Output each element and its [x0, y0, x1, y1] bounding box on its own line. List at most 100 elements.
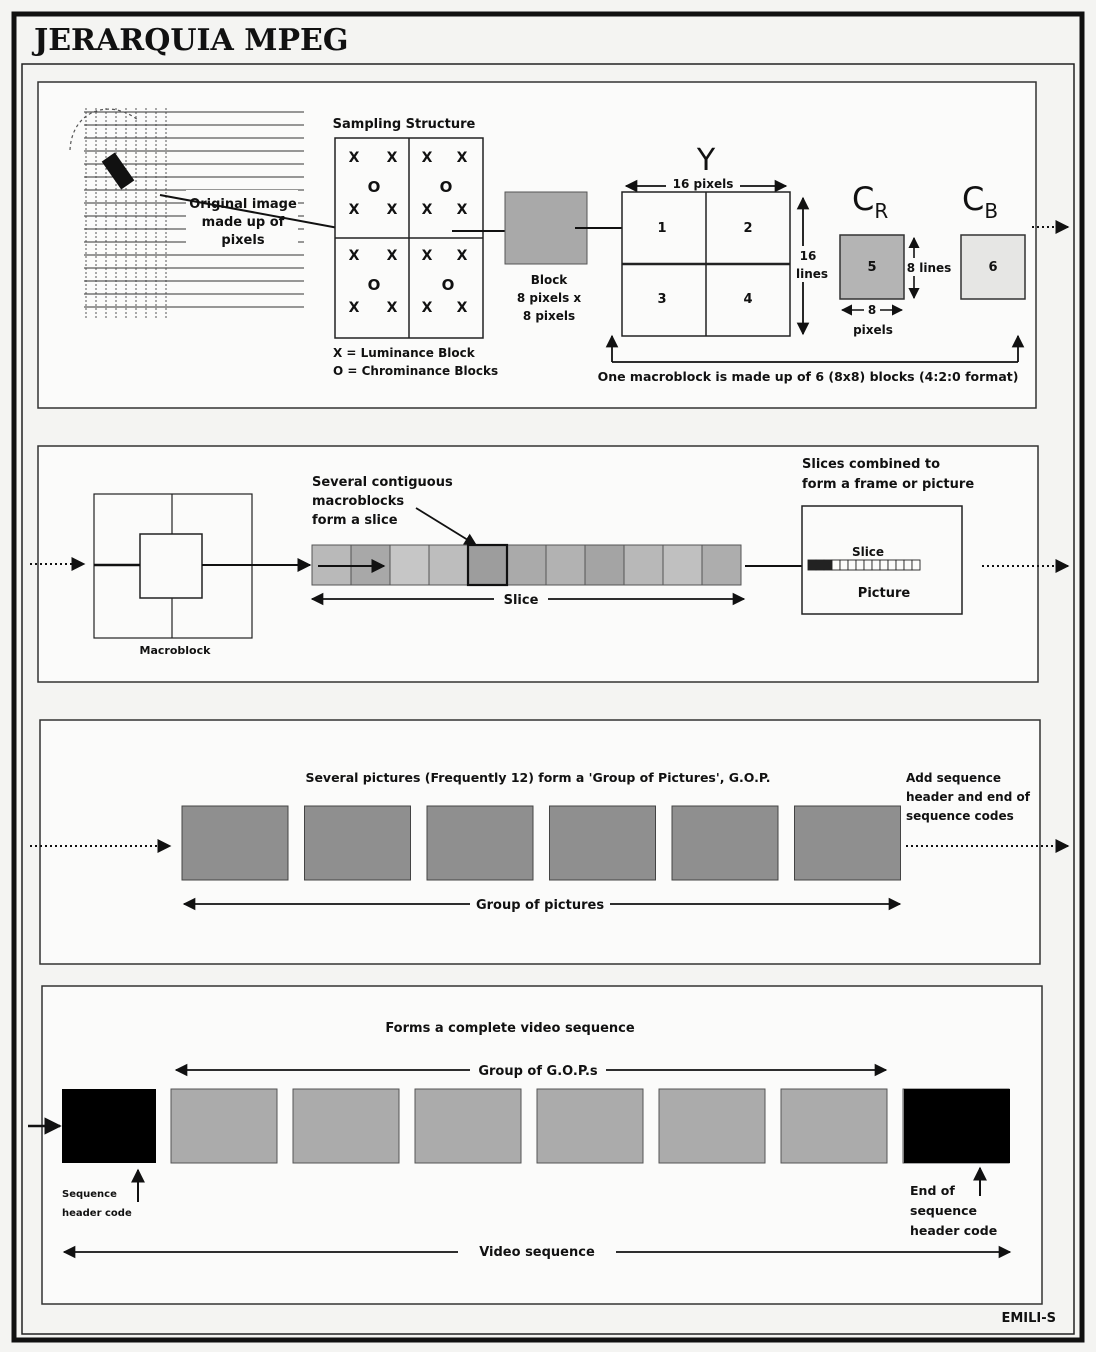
gop-block: [781, 1089, 887, 1163]
chrominance-sample-mark: O: [442, 276, 455, 294]
credit-signature: EMILI-S: [1001, 1311, 1056, 1326]
picture-slice-cell: [912, 560, 920, 570]
luminance-sample-mark: X: [349, 202, 360, 218]
y-height-label-1: 16: [800, 249, 817, 263]
picture-slice-cell: [848, 560, 856, 570]
cr-block-number: 5: [867, 260, 876, 275]
luminance-sample-mark: X: [457, 300, 468, 316]
y-label: Y: [696, 143, 716, 178]
single-block: [505, 192, 587, 264]
gop-heading: Several pictures (Frequently 12) form a …: [305, 770, 770, 785]
picture-slice-cell: [816, 560, 824, 570]
sequence-header-block: [62, 1089, 156, 1163]
luminance-sample-mark: X: [422, 300, 433, 316]
picture-slice-cell: [904, 560, 912, 570]
y-block-1: 1: [657, 221, 666, 236]
original-image-label-2: made up of: [202, 215, 285, 230]
luminance-sample-mark: X: [457, 248, 468, 264]
gop-picture: [305, 806, 411, 880]
picture-slice-cell: [824, 560, 832, 570]
video-label: Video sequence: [479, 1245, 595, 1260]
contiguous-label-3: form a slice: [312, 513, 398, 528]
chrominance-sample-mark: O: [368, 178, 381, 196]
page-title: JERARQUIA MPEG: [31, 23, 349, 58]
luminance-sample-mark: X: [422, 150, 433, 166]
contiguous-label-2: macroblocks: [312, 494, 404, 509]
luminance-sample-mark: X: [422, 202, 433, 218]
cr-height-label: 8 lines: [907, 261, 952, 275]
gops-strip: [171, 1089, 1009, 1163]
gop-block: [415, 1089, 521, 1163]
slice-macroblock: [390, 545, 429, 585]
original-image-label-3: pixels: [221, 233, 264, 248]
y-height-label-2: lines: [796, 267, 828, 281]
slices-combined-2: form a frame or picture: [802, 477, 974, 492]
gop-picture: [427, 806, 533, 880]
luminance-sample-mark: X: [349, 248, 360, 264]
slice-macroblock: [663, 545, 702, 585]
luminance-sample-mark: X: [349, 300, 360, 316]
chrominance-sample-mark: O: [368, 276, 381, 294]
picture-slice-cell: [872, 560, 880, 570]
chrominance-sample-mark: O: [440, 178, 453, 196]
end-header-label-1: End of: [910, 1183, 955, 1198]
block-caption-2: 8 pixels x: [517, 291, 582, 305]
picture-slice-label: Slice: [852, 545, 884, 559]
slice-macroblock: [507, 545, 546, 585]
cr-width-label: 8: [868, 303, 876, 317]
gop-picture: [182, 806, 288, 880]
gops-label: Group of G.O.P.s: [478, 1064, 598, 1079]
gop-block: [537, 1089, 643, 1163]
y-block-2: 2: [743, 221, 752, 236]
picture-slice-cell: [896, 560, 904, 570]
gop-picture: [795, 806, 901, 880]
slice-macroblock: [468, 545, 507, 585]
picture-label: Picture: [858, 586, 911, 601]
picture-slice-cell: [880, 560, 888, 570]
slice-macroblock: [702, 545, 741, 585]
gop-block: [171, 1089, 277, 1163]
slice-macroblock: [585, 545, 624, 585]
y-width-label: 16 pixels: [673, 177, 734, 191]
contiguous-label-1: Several contiguous: [312, 475, 453, 490]
luminance-sample-mark: X: [387, 150, 398, 166]
legend-luminance: X = Luminance Block: [333, 346, 476, 360]
slices-combined-1: Slices combined to: [802, 457, 940, 472]
add-header-1: Add sequence: [906, 771, 1001, 785]
picture-slice-cell: [840, 560, 848, 570]
end-header-label-3: header code: [910, 1223, 997, 1238]
picture-slice-cell: [856, 560, 864, 570]
add-header-3: sequence codes: [906, 809, 1014, 823]
picture-slice-strip: [808, 560, 920, 570]
gop-picture: [672, 806, 778, 880]
picture-slice-cell: [832, 560, 840, 570]
cr-width-unit: pixels: [853, 323, 893, 337]
end-sequence-block: [904, 1089, 1010, 1163]
y-block-3: 3: [657, 292, 666, 307]
slice-label: Slice: [504, 593, 539, 608]
slice-macroblock: [429, 545, 468, 585]
picture-slice-cell: [888, 560, 896, 570]
gop-block: [659, 1089, 765, 1163]
gop-block: [293, 1089, 399, 1163]
slice-macroblock: [546, 545, 585, 585]
luminance-sample-mark: X: [457, 150, 468, 166]
sampling-structure-title: Sampling Structure: [333, 117, 476, 132]
cb-block-number: 6: [988, 260, 997, 275]
macroblock-label: Macroblock: [140, 644, 212, 657]
y-block-4: 4: [743, 292, 752, 307]
block-caption-3: 8 pixels: [523, 309, 575, 323]
luminance-sample-mark: X: [422, 248, 433, 264]
legend-chrominance: O = Chrominance Blocks: [333, 364, 498, 378]
add-header-2: header and end of: [906, 790, 1031, 804]
gop-label: Group of pictures: [476, 898, 604, 913]
macroblock-inner: [140, 534, 202, 598]
luminance-sample-mark: X: [387, 300, 398, 316]
end-header-label-2: sequence: [910, 1203, 977, 1218]
slice-macroblock: [624, 545, 663, 585]
luminance-sample-mark: X: [349, 150, 360, 166]
seq-header-label-1: Sequence: [62, 1189, 117, 1200]
gop-picture: [550, 806, 656, 880]
luminance-sample-mark: X: [457, 202, 468, 218]
